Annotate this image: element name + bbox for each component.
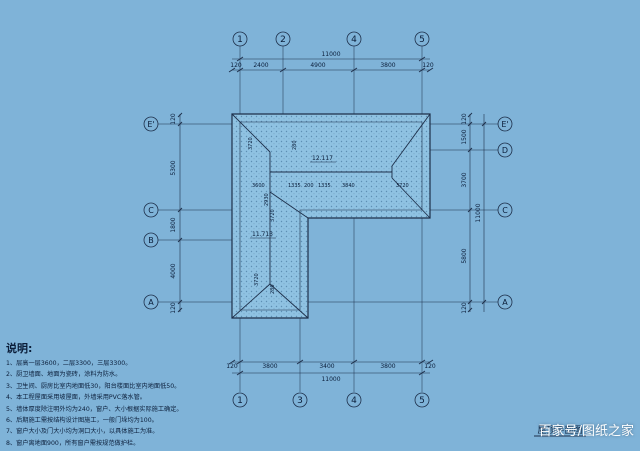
inner-dim-5: 3840 — [342, 183, 355, 189]
inner-dim-8: 2930 — [264, 193, 270, 206]
watermark: 百家号/图纸之家 — [539, 420, 634, 439]
axis-label-bottom-2: 4 — [351, 396, 357, 406]
axis-label-right-1: D — [502, 146, 508, 155]
left-dimension-texts: 120 5300 1800 4000 120 — [170, 113, 177, 314]
note-line-3: 3、卫生间、厨房比室内地面低30，阳台楼面比室内地面低50。 — [6, 381, 336, 392]
right-dim-1: 1500 — [461, 129, 468, 144]
left-dimension-chain — [178, 113, 182, 312]
top-dim-2: 4900 — [310, 62, 325, 69]
inner-dim-11: 280 — [292, 140, 298, 150]
note-line-1: 1、层高一层3600，二层3300，三层3300。 — [6, 358, 336, 369]
axis-label-top-1: 2 — [280, 35, 286, 45]
axis-labels-top: 1 2 4 5 — [237, 35, 425, 45]
axis-label-right-0: E' — [501, 120, 508, 129]
right-dim-3: 5800 — [461, 248, 468, 263]
inner-dim-10: 280 — [270, 284, 276, 294]
note-line-7: 7、窗户大小及门大小均为洞口大小，以具体施工为准。 — [6, 426, 336, 437]
inner-dim-4: 1335 — [318, 183, 331, 189]
axis-label-top-0: 1 — [237, 35, 243, 45]
top-dim-1: 2400 — [253, 62, 268, 69]
note-line-5: 5、墙体厚度除注明外均为240，窗户、大小根据实际施工确定。 — [6, 404, 336, 415]
note-line-6: 6、后期施工需按结构设计图施工，一般门垛均为100。 — [6, 415, 336, 426]
axis-label-left-2: B — [148, 236, 154, 245]
right-total-dimension: 11000 — [475, 203, 482, 222]
right-dimension-texts: 120 1500 3700 5800 120 11000 — [461, 113, 482, 314]
inner-dim-3: 200 — [304, 183, 314, 189]
note-line-2: 2、厨卫墙面、地面为瓷砖，涂料为防水。 — [6, 369, 336, 380]
axis-labels-left: E' C B A — [147, 120, 154, 307]
axis-bubbles-top — [233, 32, 429, 46]
bottom-dim-3: 3800 — [380, 363, 395, 370]
axis-label-top-2: 4 — [351, 35, 357, 45]
ridge-elevation-wing: 11.713 — [252, 231, 273, 238]
note-line-8: 8、窗户离地面900，所有窗户需按规范做护栏。 — [6, 438, 336, 449]
roof-outline — [232, 114, 430, 318]
right-dim-0: 120 — [461, 113, 468, 125]
axis-label-top-3: 5 — [419, 35, 425, 45]
axis-label-right-2: C — [502, 206, 508, 215]
top-dimension-texts: 11000 120 2400 4900 3800 120 — [230, 51, 434, 69]
design-notes: 说明: 1、层高一层3600，二层3300，三层3300。 2、厨卫墙面、地面为… — [6, 340, 336, 449]
right-dim-4: 120 — [461, 302, 468, 314]
top-total-dimension: 11000 — [321, 51, 340, 58]
left-dim-4: 120 — [170, 302, 177, 314]
top-dim-4: 120 — [422, 62, 434, 69]
inner-dim-2: 1335 — [288, 183, 301, 189]
axis-label-left-1: C — [148, 206, 154, 215]
bottom-dim-4: 120 — [424, 363, 436, 370]
ridge-elevation-main: 12.117 — [312, 155, 333, 162]
note-line-4: 4、本工程屋面采用坡屋面，外墙采用PVC落水管。 — [6, 392, 336, 403]
right-dim-2: 3700 — [461, 172, 468, 187]
axis-label-right-3: A — [502, 298, 508, 307]
inner-dim-7: 3720 — [248, 137, 254, 150]
inner-dim-6: 3720 — [396, 183, 409, 189]
left-dim-1: 5300 — [170, 160, 177, 175]
notes-title: 说明: — [6, 340, 336, 356]
left-dim-0: 120 — [170, 113, 177, 125]
axis-label-bottom-3: 5 — [419, 396, 425, 406]
inner-dim-12: 3720 — [254, 273, 260, 286]
left-dim-2: 1800 — [170, 217, 177, 232]
inner-dim-1: 3600 — [252, 183, 265, 189]
inner-dim-9: 3720 — [270, 209, 276, 222]
axis-label-left-0: E' — [147, 120, 154, 129]
axis-labels-right: E' D C A — [501, 120, 508, 307]
axis-label-left-3: A — [148, 298, 154, 307]
top-dim-0: 120 — [230, 62, 242, 69]
left-dim-3: 4000 — [170, 263, 177, 278]
top-dim-3: 3800 — [380, 62, 395, 69]
